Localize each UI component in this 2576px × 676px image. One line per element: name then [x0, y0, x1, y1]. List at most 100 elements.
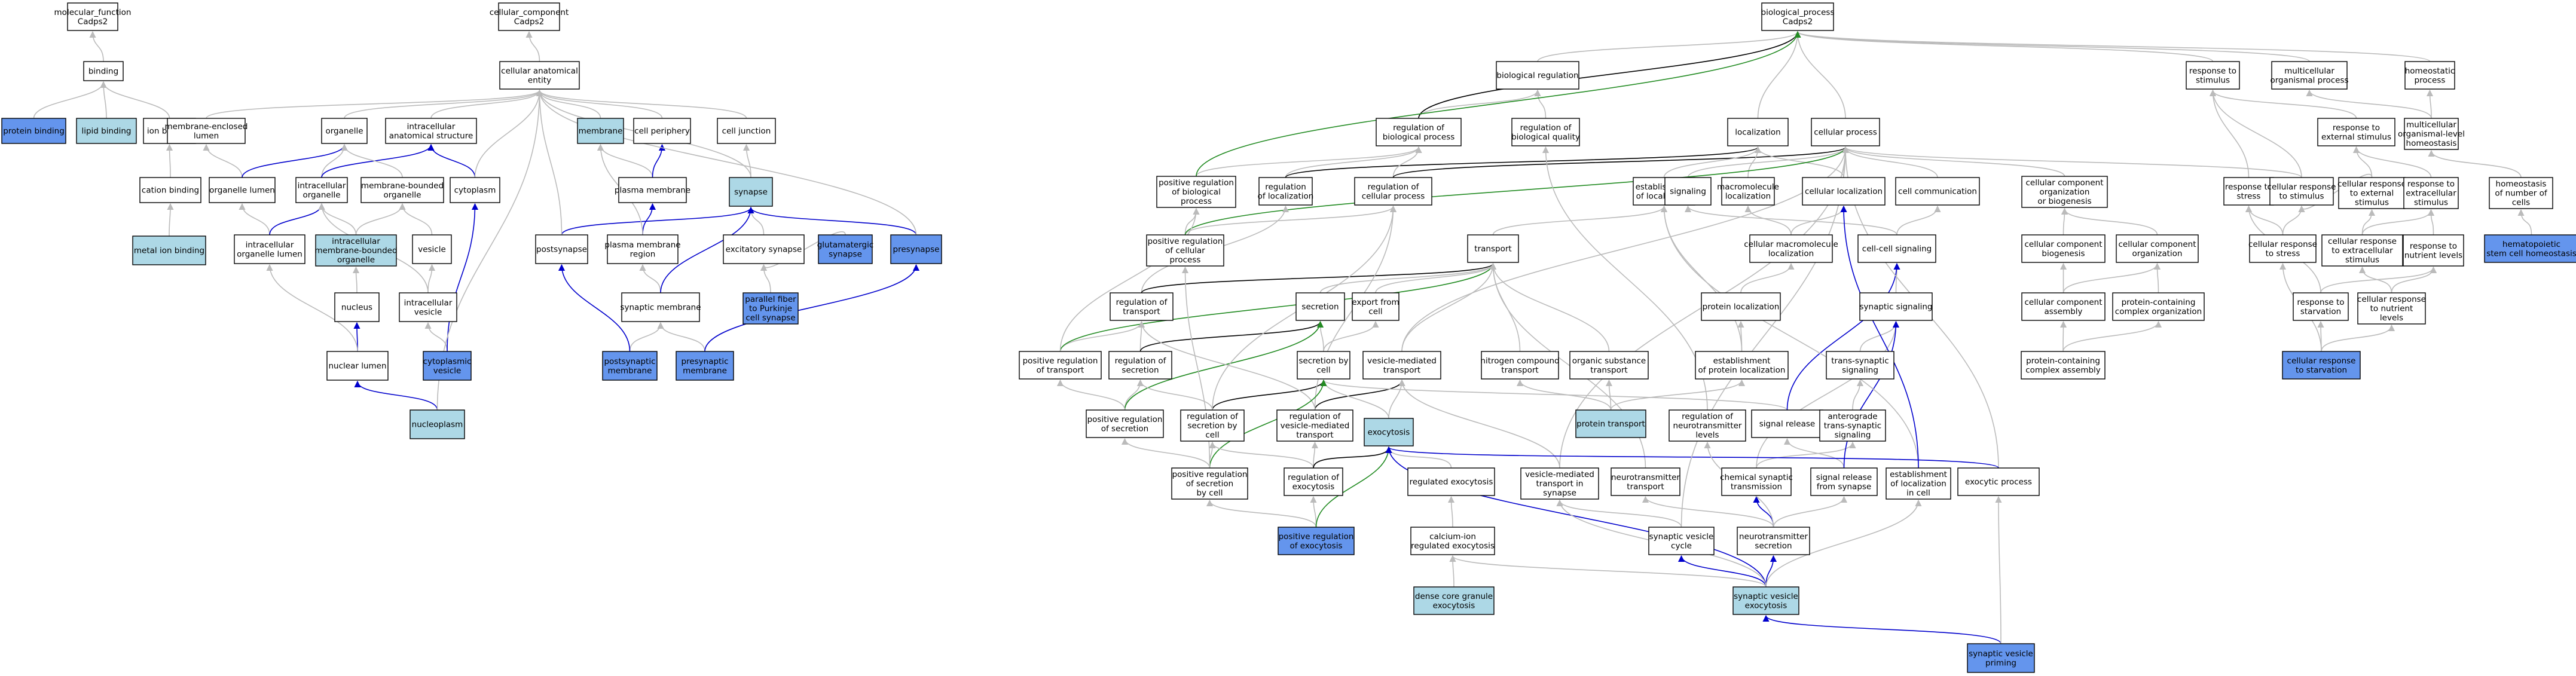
go-node-regulated-exo[interactable]: regulated exocytosis	[1407, 467, 1495, 496]
go-node-cell-junction[interactable]: cell junction	[717, 118, 776, 144]
go-node-metal-ion-binding[interactable]: metal ion binding	[132, 235, 206, 265]
go-node-membrane[interactable]: membrane	[577, 118, 624, 144]
go-node-cell-cell-sig[interactable]: cell-cell signaling	[1857, 234, 1936, 263]
go-node-cell-comm[interactable]: cell communication	[1895, 177, 1980, 206]
go-node-plasma-membrane[interactable]: plasma membrane	[615, 177, 690, 203]
go-node-nucleoplasm[interactable]: nucleoplasm	[410, 409, 465, 439]
go-node-cytoplasm[interactable]: cytoplasm	[450, 177, 500, 203]
go-node-binding[interactable]: binding	[83, 61, 124, 81]
go-node-synaptic-membrane[interactable]: synaptic membrane	[620, 292, 701, 322]
go-node-organelle-lumen[interactable]: organelle lumen	[209, 177, 276, 203]
go-node-protein-transport[interactable]: protein transport	[1575, 409, 1646, 438]
go-node-syn-sig[interactable]: synaptic signaling	[1859, 292, 1933, 321]
go-node-cell-periphery[interactable]: cell periphery	[633, 118, 691, 144]
go-node-nucleus[interactable]: nucleus	[334, 292, 380, 322]
go-node-exocytosis[interactable]: exocytosis	[1364, 418, 1414, 446]
go-node-excitatory-synapse[interactable]: excitatory synapse	[723, 234, 805, 264]
go-node-nuclear-lumen[interactable]: nuclear lumen	[326, 351, 389, 381]
go-node-lipid-binding[interactable]: lipid binding	[76, 118, 137, 144]
go-node-protein-binding[interactable]: protein binding	[1, 118, 66, 144]
go-node-vesicle[interactable]: vesicle	[412, 234, 452, 264]
go-node-organelle[interactable]: organelle	[321, 118, 368, 144]
go-node-presynapse[interactable]: presynapse	[890, 234, 942, 264]
go-node-exocytic-process[interactable]: exocytic process	[1957, 467, 2040, 496]
go-node-signaling[interactable]: signaling	[1664, 177, 1712, 206]
go-node-cellular-process[interactable]: cellular process	[1811, 118, 1880, 146]
go-node-cation-binding[interactable]: cation binding	[139, 177, 201, 203]
go-node-bio-reg[interactable]: biological regulation	[1496, 61, 1579, 90]
go-node-secretion[interactable]: secretion	[1295, 292, 1345, 321]
go-node-synapse[interactable]: synapse	[729, 177, 773, 207]
go-node-localization[interactable]: localization	[1727, 118, 1789, 146]
go-node-cell-loc[interactable]: cellular localization	[1802, 177, 1886, 206]
go-node-transport[interactable]: transport	[1467, 234, 1519, 263]
go-node-protein-loc[interactable]: protein localization	[1701, 292, 1781, 321]
